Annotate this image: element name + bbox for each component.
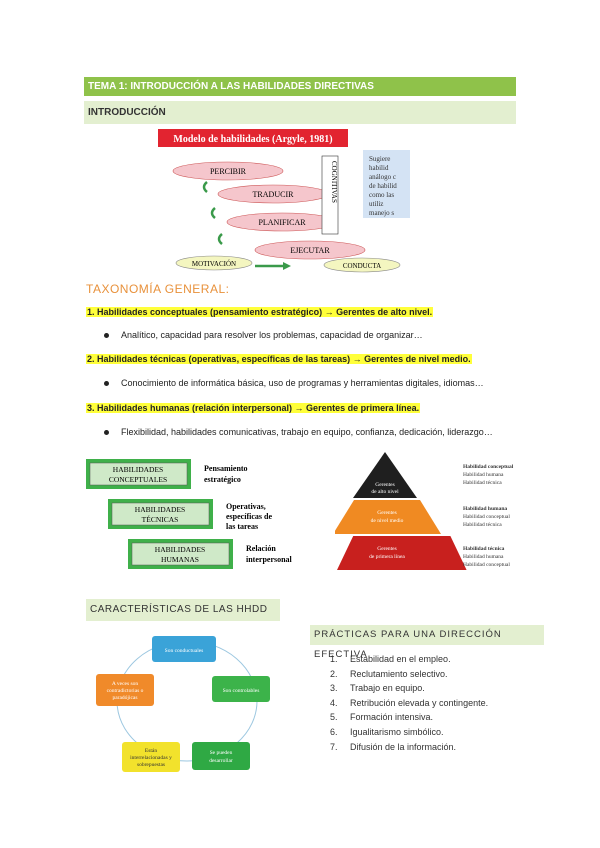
svg-text:desarrollar: desarrollar: [209, 758, 233, 764]
svg-text:Habilidad conceptual: Habilidad conceptual: [463, 562, 510, 568]
pyramid-level-primera: [337, 536, 467, 570]
svg-text:TÉCNICAS: TÉCNICAS: [142, 514, 179, 524]
svg-text:paradójicas: paradójicas: [112, 695, 137, 701]
svg-text:Habilidad conceptual: Habilidad conceptual: [463, 464, 514, 470]
bullet-icon: [104, 430, 109, 436]
taxonomy-heading-3: 3. Habilidades humanas (relación interpe…: [86, 403, 421, 413]
node-contradictorias: [96, 674, 154, 706]
svg-text:Habilidad técnica: Habilidad técnica: [463, 480, 502, 486]
taxonomy-heading-1: 1. Habilidades conceptuales (pensamiento…: [86, 307, 434, 317]
ellipse-motivacion: [175, 255, 253, 271]
list-item: 3.Trabajo en equipo.: [330, 683, 425, 694]
practicas-list: 1.Estabilidad en el empleo. 2.Reclutamie…: [330, 652, 488, 754]
svg-text:HUMANAS: HUMANAS: [161, 555, 199, 564]
arrow-green-2: [210, 207, 216, 219]
svg-text:HABILIDADES: HABILIDADES: [113, 465, 163, 474]
pyramid-level-medio: [335, 500, 441, 534]
argyle-title-bar: [158, 129, 348, 147]
svg-text:Habilidad conceptual: Habilidad conceptual: [463, 514, 510, 520]
bullet-icon: [104, 381, 109, 387]
arrow-green-3: [217, 233, 223, 245]
ellipse-conducta: [323, 257, 401, 273]
caracteristicas-cycle-diagram: Son conductuales Son controlables Se pue…: [96, 636, 270, 772]
bullet-icon: [104, 333, 109, 339]
list-item: 1.Estabilidad en el empleo.: [330, 654, 451, 664]
svg-text:las tareas: las tareas: [226, 522, 258, 531]
label-motivacion: MOTIVACIÓN: [192, 260, 236, 268]
label-percibir: PERCIBIR: [210, 167, 247, 176]
svg-text:interpersonal: interpersonal: [246, 555, 293, 564]
svg-text:Gerentes: Gerentes: [375, 482, 395, 488]
svg-text:específicas de: específicas de: [226, 512, 272, 521]
svg-text:Habilidad técnica: Habilidad técnica: [463, 522, 502, 528]
svg-text:de primera línea: de primera línea: [369, 554, 405, 560]
label-ejecutar: EJECUTAR: [290, 246, 330, 255]
taxonomia-title: TAXONOMÍA GENERAL:: [86, 282, 230, 296]
node-controlables: [212, 676, 270, 702]
list-item: 5.Formación intensiva.: [330, 712, 434, 723]
svg-text:Se pueden: Se pueden: [210, 750, 233, 756]
svg-text:contradictorias o: contradictorias o: [107, 688, 144, 694]
cognitivas-box: [321, 155, 339, 235]
pyramid-labels: Habilidad conceptual Habilidad humana Ha…: [463, 464, 514, 568]
svg-text:de alto nivel: de alto nivel: [371, 489, 399, 495]
svg-text:Habilidad humana: Habilidad humana: [463, 472, 504, 478]
svg-text:de nivel medio: de nivel medio: [371, 518, 404, 524]
svg-text:CONCEPTUALES: CONCEPTUALES: [109, 475, 167, 484]
svg-text:estratégico: estratégico: [204, 475, 241, 484]
svg-text:HABILIDADES: HABILIDADES: [155, 545, 205, 554]
topic-title: TEMA 1: INTRODUCCIÓN A LAS HABILIDADES D…: [84, 77, 516, 96]
arrow-green-1: [202, 181, 208, 193]
argyle-title: Modelo de habilidades (Argyle, 1981): [173, 134, 332, 145]
svg-text:Gerentes: Gerentes: [377, 546, 397, 552]
svg-text:Gerentes: Gerentes: [377, 510, 397, 516]
taxonomy-bullet-3: Flexibilidad, habilidades comunicativas,…: [104, 427, 493, 437]
managers-pyramid-diagram: Gerentes de alto nivel Gerentes de nivel…: [335, 452, 514, 570]
argyle-model-diagram: Modelo de habilidades (Argyle, 1981) PER…: [158, 129, 410, 273]
svg-text:Están: Están: [145, 748, 157, 754]
node-desarrollar: [192, 742, 250, 770]
svg-text:sobrepuestas: sobrepuestas: [137, 762, 165, 768]
list-item: 7.Difusión de la información.: [330, 741, 457, 752]
node-interrelacionadas: [122, 742, 180, 772]
ellipse-ejecutar: [254, 240, 366, 260]
label-traducir: TRADUCIR: [253, 190, 295, 199]
section-title-introduccion: INTRODUCCIÓN: [84, 101, 516, 124]
taxonomy-bullet-2: Conocimiento de informática básica, uso …: [104, 378, 484, 388]
svg-text:Operativas,: Operativas,: [226, 502, 266, 511]
svg-text:A veces son: A veces son: [112, 681, 139, 687]
svg-text:Relación: Relación: [246, 544, 276, 553]
pyramid-level-alto: [353, 452, 417, 498]
argyle-side-text: Sugiere habilid análogo c de habilid com…: [369, 155, 399, 217]
taxonomy-bullet-1: Analítico, capacidad para resolver los p…: [104, 330, 423, 340]
svg-text:Habilidad humana: Habilidad humana: [463, 506, 507, 512]
ellipse-percibir: [172, 161, 284, 181]
svg-text:Habilidad técnica: Habilidad técnica: [463, 546, 505, 552]
svg-text:Habilidad humana: Habilidad humana: [463, 554, 504, 560]
label-conducta: CONDUCTA: [343, 262, 381, 270]
argyle-side-note: [363, 150, 410, 218]
list-item: 2.Reclutamiento selectivo.: [330, 668, 448, 679]
taxonomy-heading-2: 2. Habilidades técnicas (operativas, esp…: [86, 354, 472, 364]
svg-text:Son conductuales: Son conductuales: [165, 648, 204, 654]
caracteristicas-title: CARACTERÍSTICAS DE LAS HHDD: [86, 599, 280, 621]
svg-text:HABILIDADES: HABILIDADES: [135, 505, 185, 514]
svg-text:interrelacionadas y: interrelacionadas y: [130, 755, 172, 761]
practicas-title: PRÁCTICAS PARA UNA DIRECCIÓN EFECTIVA: [310, 625, 544, 660]
svg-text:Pensamiento: Pensamiento: [204, 464, 248, 473]
label-planificar: PLANIFICAR: [258, 218, 306, 227]
node-conductuales: [152, 636, 216, 662]
skills-staircase-diagram: HABILIDADES CONCEPTUALES Pensamiento est…: [86, 459, 293, 569]
list-item: 6.Igualitarismo simbólico.: [330, 726, 444, 737]
svg-text:Son controlables: Son controlables: [223, 688, 260, 694]
label-cognitivas: COGNITIVAS: [330, 161, 338, 203]
list-item: 4.Retribución elevada y contingente.: [330, 697, 489, 708]
